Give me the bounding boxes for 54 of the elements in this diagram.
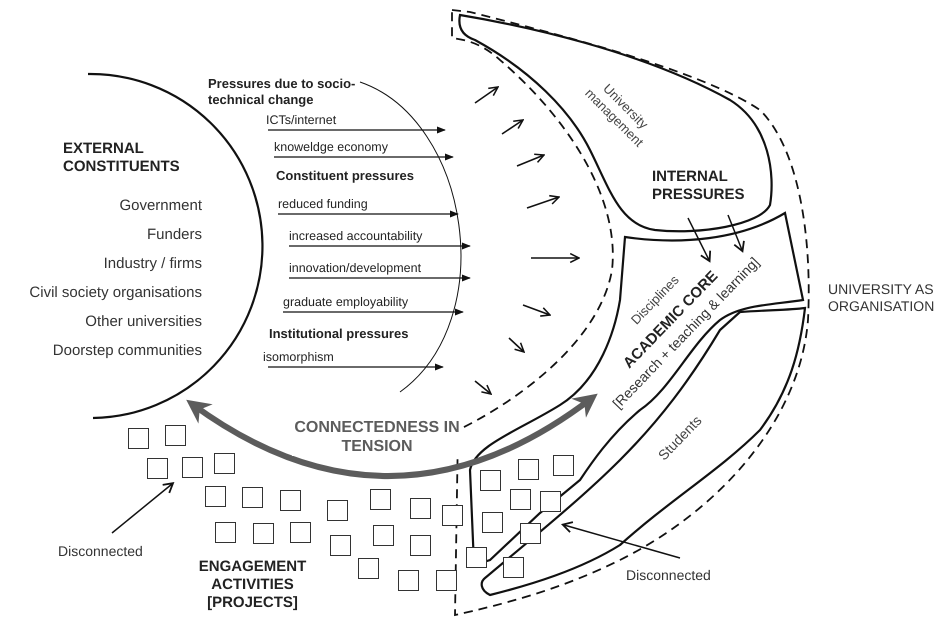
- project-square: [370, 489, 391, 510]
- pressure-heading: Pressures due to socio-technical change: [208, 76, 356, 108]
- pressure-heading: Institutional pressures: [269, 326, 410, 342]
- leader-line: [112, 482, 174, 534]
- arrow: [687, 218, 712, 262]
- group-heading: EXTERNAL CONSTITUENTS: [63, 140, 181, 176]
- project-square: [398, 570, 419, 591]
- edge-label: CONNECTEDNESS IN TENSION: [292, 418, 462, 456]
- project-square: [327, 500, 348, 521]
- region-title: UNIVERSITY AS ORGANISATION: [828, 281, 936, 315]
- project-square: [410, 535, 431, 556]
- pressure-label: reduced funding: [278, 197, 369, 212]
- list-item: Industry / firms: [102, 255, 202, 273]
- pressure-label: increased accountability: [289, 229, 424, 244]
- list-item: Doorstep communities: [52, 342, 202, 360]
- pressure-label: ICTs/internet: [266, 113, 338, 128]
- project-square: [214, 453, 235, 474]
- project-square: [480, 470, 501, 491]
- project-square: [182, 457, 203, 478]
- project-square: [280, 490, 301, 511]
- project-square: [242, 487, 263, 508]
- double-arrow: [186, 394, 598, 479]
- list-item: Civil society organisations: [28, 284, 202, 302]
- list-item: Other universities: [84, 313, 202, 331]
- pressure-label: graduate employability: [283, 295, 410, 310]
- pressure-label: innovation/development: [289, 261, 422, 276]
- project-square: [147, 458, 168, 479]
- list-item: Funders: [146, 226, 202, 244]
- project-square: [510, 489, 531, 510]
- project-square: [518, 459, 539, 480]
- project-square: [215, 522, 236, 543]
- pressure-label: isomorphism: [263, 350, 335, 365]
- arrow: [727, 214, 745, 252]
- list-item: Government: [118, 197, 202, 215]
- project-square: [290, 522, 311, 543]
- callout-label: Disconnected: [58, 542, 143, 560]
- project-square: [128, 428, 149, 449]
- project-square: [358, 558, 379, 579]
- project-square: [253, 523, 274, 544]
- callout-label: Disconnected: [626, 566, 711, 584]
- project-square: [553, 455, 574, 476]
- pressure-heading: Constituent pressures: [276, 168, 415, 184]
- group-heading: ENGAGEMENT ACTIVITIES [PROJECTS]: [198, 558, 308, 612]
- leader-line: [562, 521, 680, 559]
- project-square: [165, 425, 186, 446]
- project-square: [442, 505, 463, 526]
- project-square: [436, 570, 457, 591]
- project-square: [373, 525, 394, 546]
- project-square: [482, 512, 503, 533]
- pressure-label: knoweldge economy: [274, 140, 389, 155]
- project-square: [330, 535, 351, 556]
- region-heading: INTERNAL PRESSURES: [652, 168, 746, 204]
- project-square: [410, 498, 431, 519]
- project-square: [205, 486, 226, 507]
